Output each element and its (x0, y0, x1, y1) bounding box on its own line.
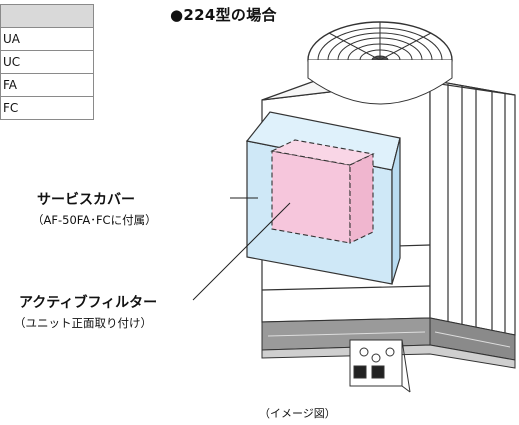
service-cover-note: （AF-50FA･FCに付属） (32, 213, 157, 227)
active-filter-note: （ユニット正面取り付け） (14, 316, 152, 330)
fan-guard (307, 21, 453, 105)
table-row: FC (0, 96, 94, 120)
table-cell: FC (0, 96, 94, 120)
image-caption: （イメージ図） (259, 407, 336, 420)
table-cell: UA (0, 27, 94, 51)
table-row: FA (0, 73, 94, 97)
model-table: UA UC FA FC (0, 4, 94, 120)
table-cell (0, 4, 94, 28)
model-table-header-row (0, 4, 94, 28)
active-filter-leader (192, 202, 291, 301)
active-filter-shape (270, 139, 375, 244)
table-cell: UC (0, 50, 94, 74)
table-row: UC (0, 50, 94, 74)
diagram-title: ●224型の場合 (170, 6, 277, 24)
front-control-panel (349, 339, 411, 393)
table-row: UA (0, 27, 94, 51)
service-cover-label: サービスカバー (37, 192, 135, 208)
table-cell: FA (0, 73, 94, 97)
active-filter-label: アクティブフィルター (19, 295, 158, 311)
